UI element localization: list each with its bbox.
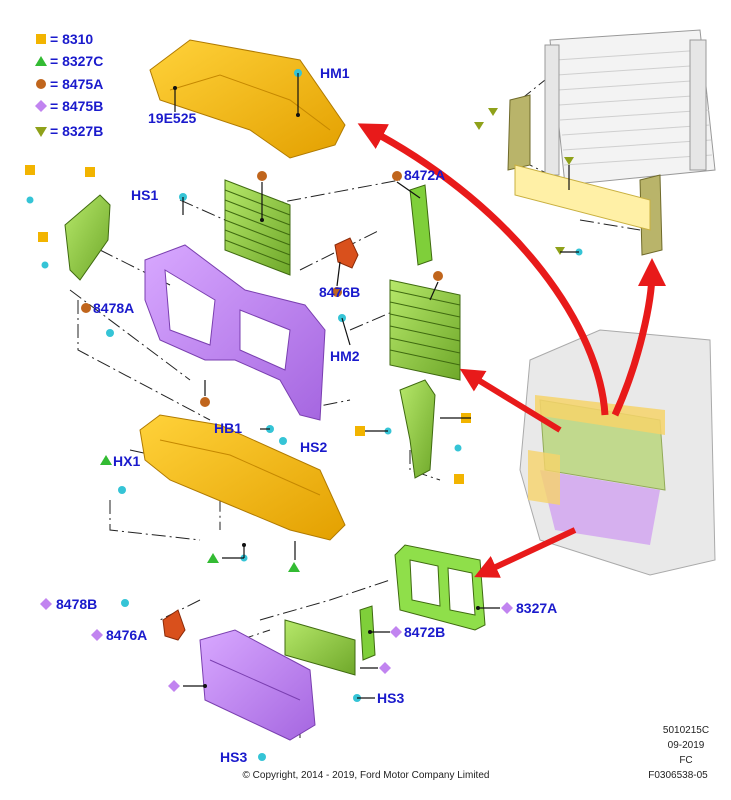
square-symbol-icon <box>454 474 464 484</box>
legend-label: = 8475A <box>50 76 103 92</box>
triangle-down-symbol-icon <box>488 108 498 116</box>
triangle-up-symbol-icon <box>207 553 219 563</box>
legend-label: = 8475B <box>50 98 103 114</box>
screw-icon <box>121 599 129 607</box>
callout-hs3-right: HS3 <box>377 690 404 706</box>
callout-hm2: HM2 <box>330 348 360 364</box>
fastener-markers <box>25 69 583 761</box>
vehicle-front-end <box>519 329 716 576</box>
right-air-guide <box>399 379 436 479</box>
triangle-up-symbol-icon <box>100 455 112 465</box>
push-pin-icon <box>118 486 126 494</box>
square-symbol-icon <box>38 232 48 242</box>
square-symbol-icon <box>355 426 365 436</box>
radiator-support-frame <box>144 244 326 421</box>
square-symbol-icon <box>36 34 46 44</box>
air-deflector-19e525 <box>149 39 346 159</box>
assembly-arrows <box>357 123 666 578</box>
callout-hs3-bottom: HS3 <box>220 749 247 765</box>
diamond-symbol-icon <box>168 680 180 692</box>
actuator-8476a <box>162 609 186 641</box>
callout-8478a: 8478A <box>93 300 134 316</box>
screw-icon <box>106 329 114 337</box>
circle-symbol-icon <box>81 303 91 313</box>
square-symbol-icon <box>85 167 95 177</box>
push-pin-icon <box>41 261 49 269</box>
circle-symbol-icon <box>332 287 342 297</box>
callout-8472a: 8472A <box>404 167 445 183</box>
bracket-8472a <box>409 184 433 266</box>
drawing-date: 09-2019 <box>668 740 705 751</box>
frame-8327a <box>394 544 486 631</box>
drawing-code: 5010215C <box>663 725 709 736</box>
diamond-symbol-icon <box>91 629 103 641</box>
callout-hs2: HS2 <box>300 439 327 455</box>
diamond-symbol-icon <box>40 598 52 610</box>
legend-item-8475b: = 8475B <box>35 98 103 114</box>
legend-label: = 8327B <box>50 123 103 139</box>
circle-symbol-icon <box>433 271 443 281</box>
active-grille-shutter-upper <box>224 179 291 276</box>
callout-8327a: 8327A <box>516 600 557 616</box>
circle-symbol-icon <box>36 79 46 89</box>
legend-label: = 8327C <box>50 53 103 69</box>
copyright-notice: © Copyright, 2014 - 2019, Ford Motor Com… <box>243 770 490 781</box>
push-pin-icon <box>26 196 34 204</box>
callout-labels: HM1 19E525 HS1 8472A 8476B 8478A HM2 HB1… <box>56 65 557 765</box>
left-air-guide <box>64 194 111 281</box>
screw-icon <box>279 437 287 445</box>
leader-lines <box>173 73 579 699</box>
lower-shutter-housing <box>199 629 316 741</box>
triangle-down-symbol-icon <box>564 157 574 165</box>
legend-item-8475a: = 8475A <box>36 76 103 92</box>
circle-symbol-icon <box>257 171 267 181</box>
callout-8476a: 8476A <box>106 627 147 643</box>
callout-8472b: 8472B <box>404 624 445 640</box>
callout-8478b: 8478B <box>56 596 97 612</box>
triangle-up-symbol-icon <box>35 56 47 66</box>
figure-number: F0306538-05 <box>648 770 708 781</box>
triangle-down-symbol-icon <box>474 122 484 130</box>
diamond-symbol-icon <box>501 602 513 614</box>
callout-hm1: HM1 <box>320 65 350 81</box>
diamond-symbol-icon <box>35 100 47 112</box>
legend-item-8327c: = 8327C <box>35 53 103 69</box>
circle-symbol-icon <box>392 171 402 181</box>
radiator-assembly <box>544 29 716 186</box>
triangle-up-symbol-icon <box>288 562 300 572</box>
square-symbol-icon <box>25 165 35 175</box>
callout-8476b: 8476B <box>319 284 360 300</box>
legend: = 8310 = 8327C = 8475A = 8475B = 8327B <box>35 31 103 139</box>
screw-icon <box>258 753 266 761</box>
triangle-down-symbol-icon <box>35 127 47 137</box>
shutter-8472b <box>284 605 376 676</box>
legend-item-8310: = 8310 <box>36 31 93 47</box>
callout-hx1: HX1 <box>113 453 140 469</box>
footer: 5010215C 09-2019 FC F0306538-05 © Copyri… <box>243 725 710 781</box>
triangle-down-symbol-icon <box>555 247 565 255</box>
legend-item-8327b: = 8327B <box>35 123 103 139</box>
upper-brackets <box>507 94 663 256</box>
diamond-symbol-icon <box>390 626 402 638</box>
legend-label: = 8310 <box>50 31 93 47</box>
callout-hb1: HB1 <box>214 420 242 436</box>
circle-symbol-icon <box>200 397 210 407</box>
callout-hs1: HS1 <box>131 187 158 203</box>
drawing-fc: FC <box>679 755 692 766</box>
lower-air-deflector <box>139 414 346 541</box>
active-grille-shutter-lower <box>389 279 461 381</box>
callout-19e525: 19E525 <box>148 110 196 126</box>
diamond-symbol-icon <box>379 662 391 674</box>
actuator-8476b <box>334 237 359 269</box>
push-pin-icon <box>454 444 462 452</box>
